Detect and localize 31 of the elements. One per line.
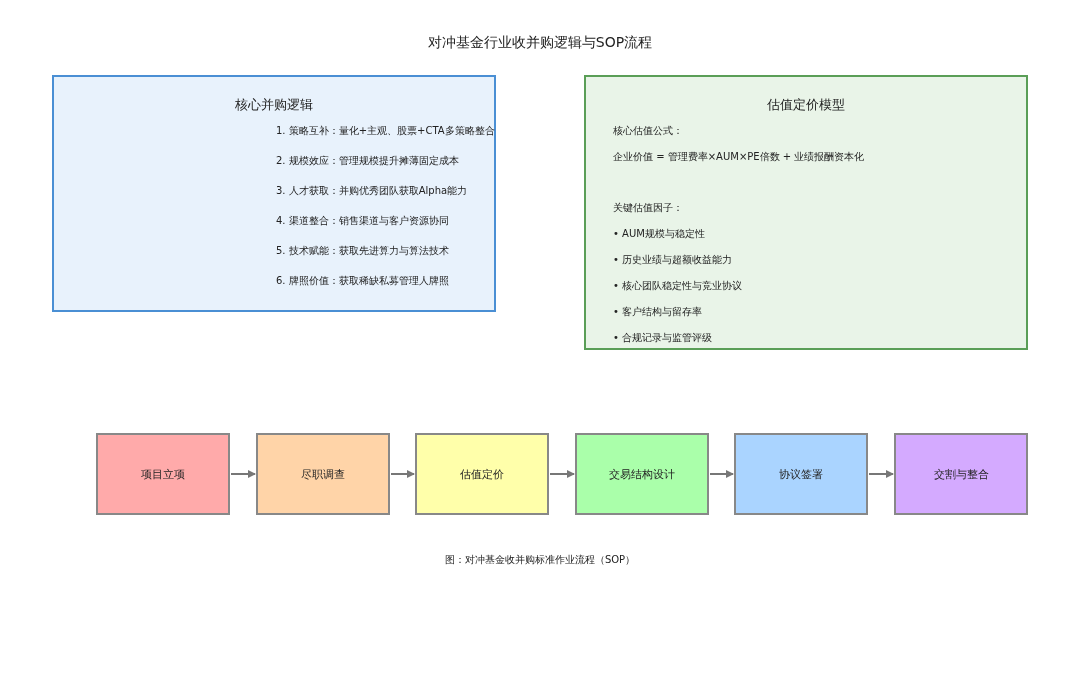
- process-box: 交易结构设计: [575, 433, 709, 515]
- panel-heading: 核心并购逻辑: [234, 96, 314, 114]
- content-panel: [584, 75, 1028, 350]
- panel-text: 关键估值因子：: [613, 201, 683, 215]
- panel-text: 4. 渠道整合：销售渠道与客户资源协同: [276, 214, 449, 228]
- panel-text: • AUM规模与稳定性: [613, 227, 705, 241]
- process-box: 项目立项: [96, 433, 230, 515]
- panel-text: • 客户结构与留存率: [613, 305, 703, 319]
- panel-text: 6. 牌照价值：获取稀缺私募管理人牌照: [276, 274, 449, 288]
- panel-text: 1. 策略互补：量化+主观、股票+CTA多策略整合: [276, 124, 495, 138]
- arrow: [868, 470, 894, 478]
- arrow: [549, 470, 575, 478]
- panel-heading: 估值定价模型: [766, 96, 846, 114]
- panel-text: 3. 人才获取：并购优秀团队获取Alpha能力: [276, 184, 468, 198]
- figure-caption: 图：对冲基金收并购标准作业流程（SOP）: [443, 553, 637, 567]
- process-box: 尽职调查: [256, 433, 390, 515]
- process-box: 协议签署: [734, 433, 868, 515]
- arrow: [709, 470, 734, 478]
- panel-text: 核心估值公式：: [613, 124, 683, 138]
- panel-text: 企业价值 = 管理费率×AUM×PE倍数 + 业绩报酬资本化: [613, 150, 865, 164]
- panel-text: • 核心团队稳定性与竞业协议: [613, 279, 743, 293]
- panel-text: 2. 规模效应：管理规模提升摊薄固定成本: [276, 154, 459, 168]
- panel-text: • 历史业绩与超额收益能力: [613, 253, 733, 267]
- panel-text: • 合规记录与监管评级: [613, 331, 713, 345]
- arrow: [390, 470, 415, 478]
- panel-text: 5. 技术赋能：获取先进算力与算法技术: [276, 244, 449, 258]
- content-panel: [52, 75, 496, 312]
- diagram-title: 对冲基金行业收并购逻辑与SOP流程: [426, 33, 654, 52]
- arrow: [230, 470, 256, 478]
- process-box: 交割与整合: [894, 433, 1028, 515]
- process-box: 估值定价: [415, 433, 549, 515]
